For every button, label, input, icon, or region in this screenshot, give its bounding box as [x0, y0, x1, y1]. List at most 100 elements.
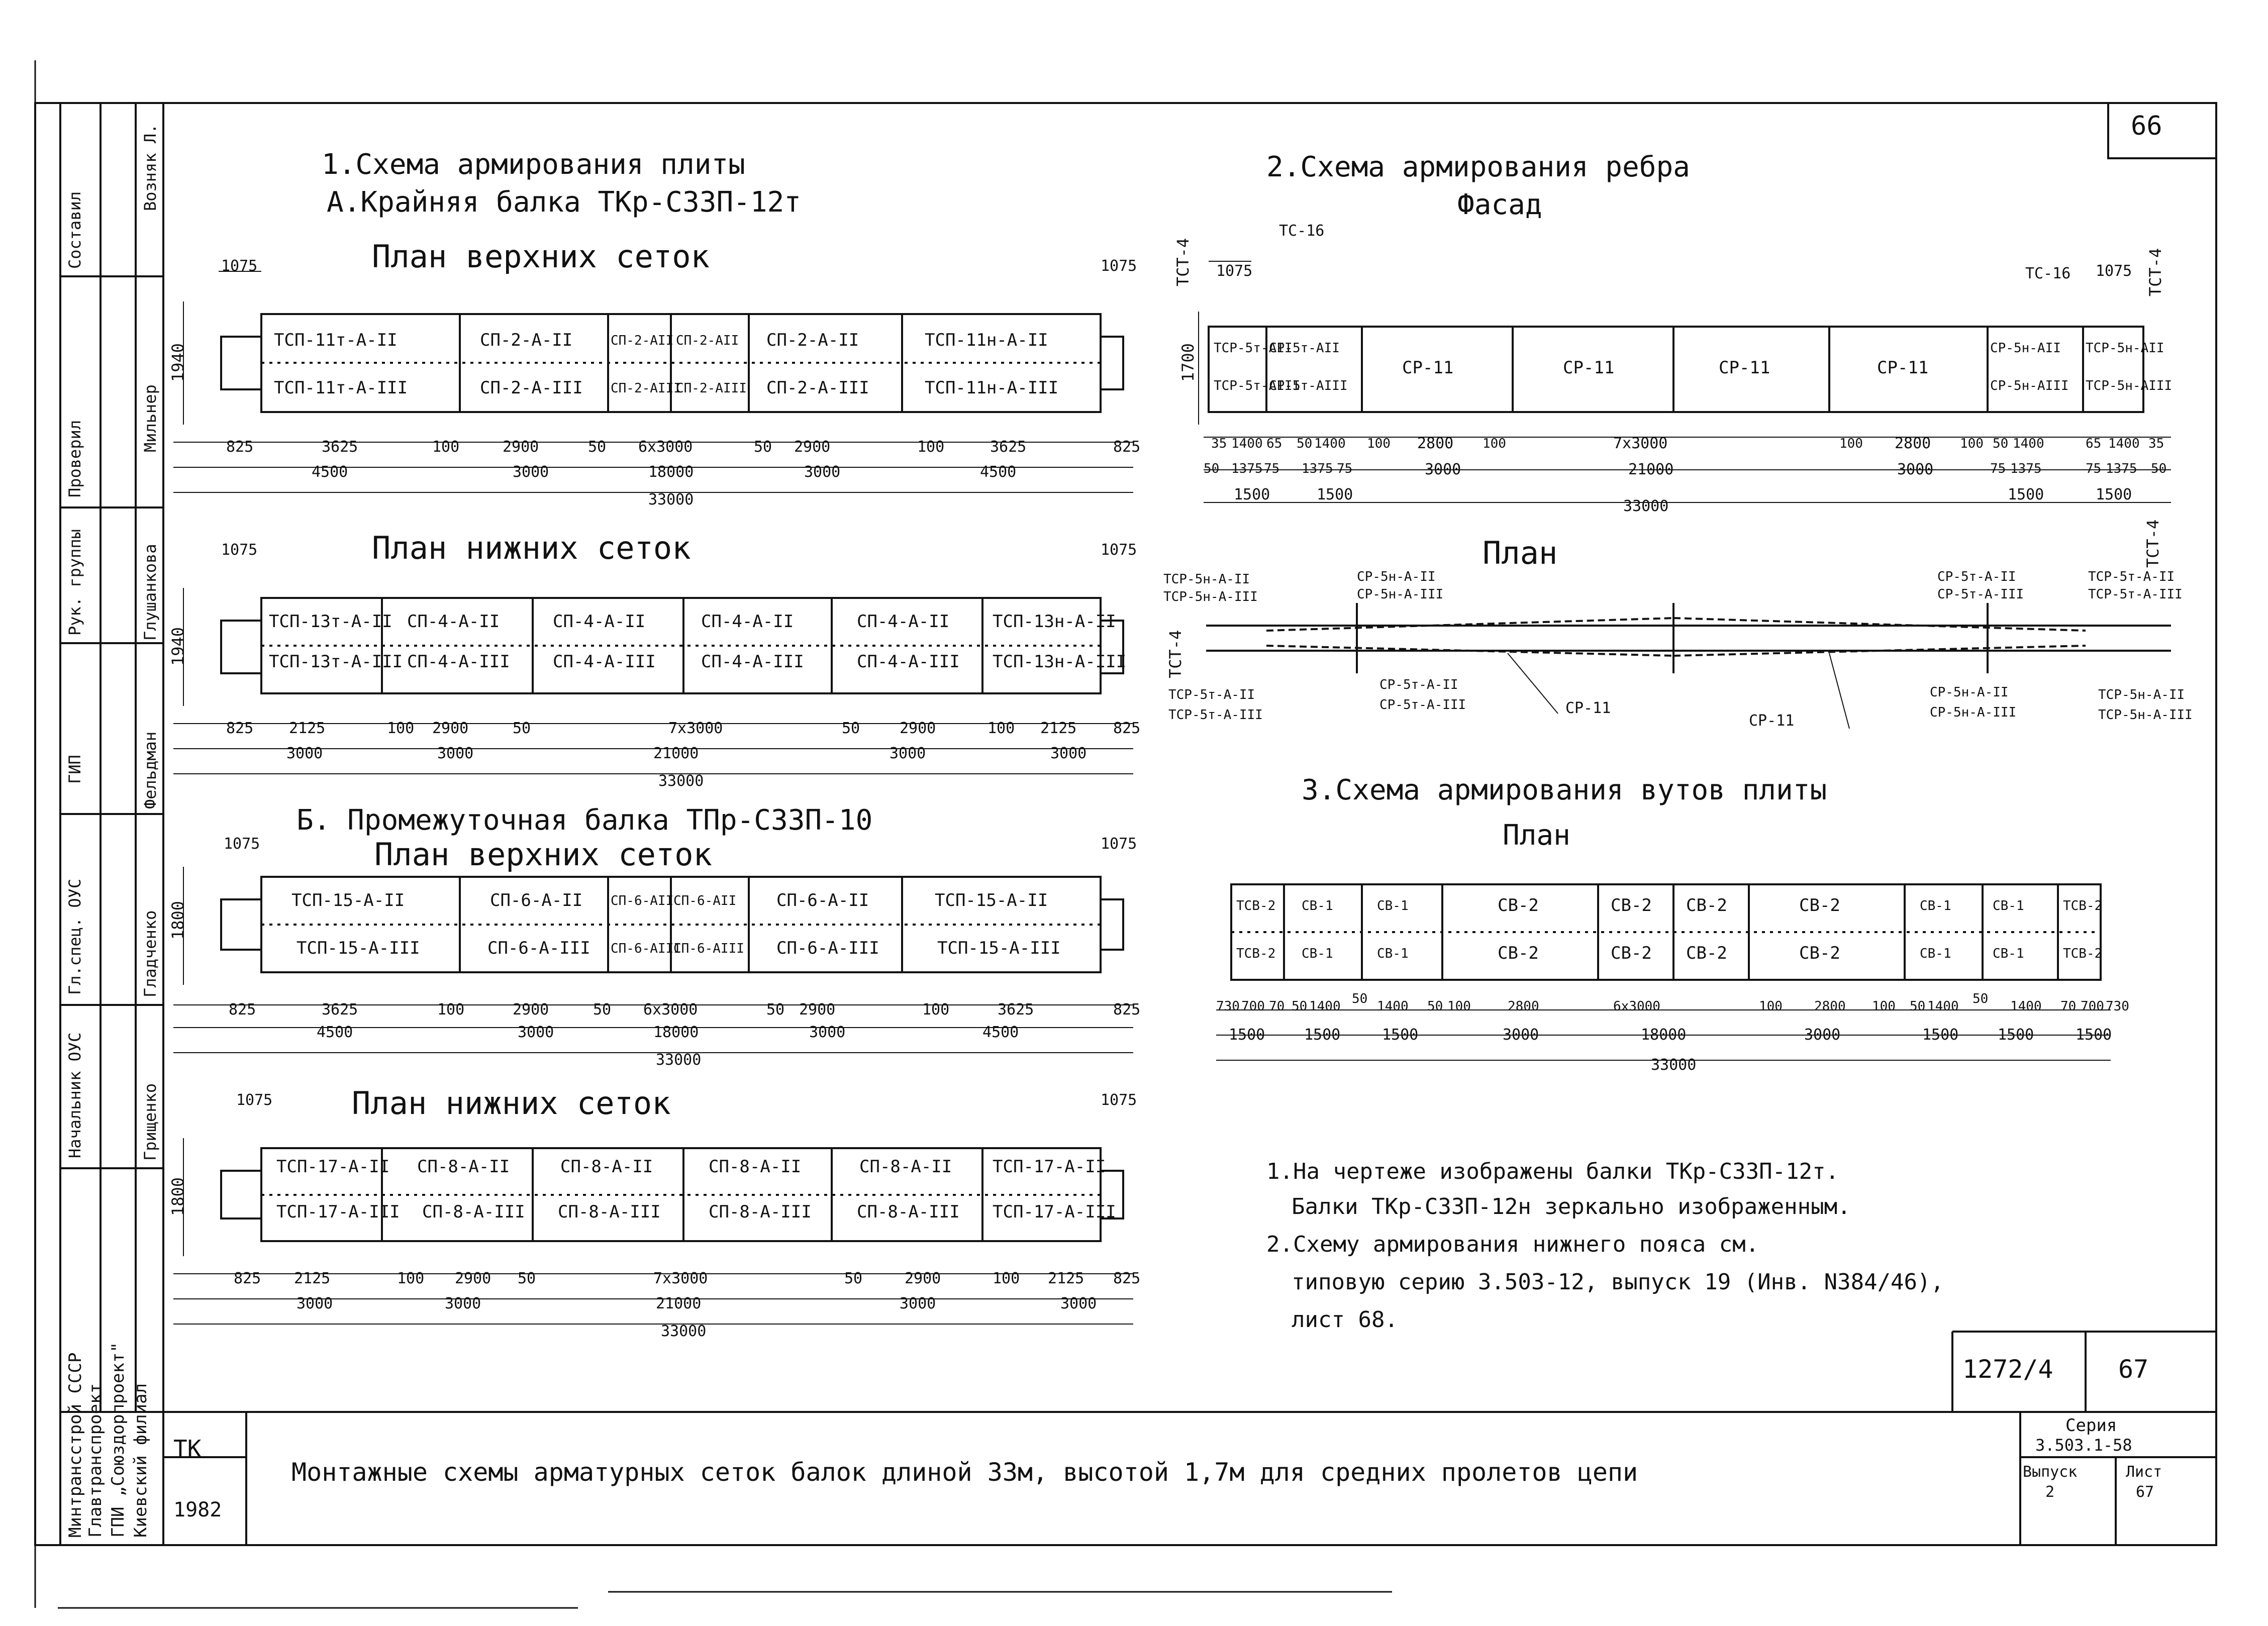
s1-top-d1-8: 100 — [917, 438, 945, 456]
s1b-bot-d2-2: 21000 — [656, 1295, 702, 1312]
s1b-bot-r1-c6: ТСП-17-А-II — [993, 1157, 1106, 1177]
s1b-top-total: 33000 — [656, 1051, 702, 1069]
s1-bot-d1-3: 2900 — [432, 720, 469, 737]
s1b-bot-r2-c5: СП-8-А-III — [857, 1202, 960, 1222]
role-name-0: Возняк Л. — [141, 124, 160, 211]
s1-bot-r1-c3: СП-4-А-II — [553, 612, 646, 632]
s2-edge-right: 1075 — [2096, 262, 2132, 280]
s1-top-r1-c3: СП-2-АII — [611, 333, 674, 348]
s2-pl-0: ТСР-5н-А-II — [1163, 572, 1250, 587]
issue-value: 2 — [2045, 1483, 2055, 1501]
s1b-bot-r2-c2: СП-8-А-III — [422, 1202, 525, 1222]
org-line-4: Киевский филиал — [131, 1383, 151, 1538]
s1b-top-d1-1: 3625 — [322, 1001, 358, 1019]
series-value: 3.503.1-58 — [2035, 1436, 2132, 1455]
s2-d1-11: 100 — [1960, 436, 1984, 451]
org-line-2: Главтранспроект — [85, 1383, 106, 1538]
s1-bot-r2-c6: ТСП-13н-А-III — [993, 652, 1127, 672]
s1b-top-r1-c1: ТСП-15-А-II — [291, 890, 405, 910]
role-4: Гл.спец. ОУС — [65, 878, 84, 995]
role-name-1: Мильнер — [141, 384, 160, 452]
s2-d1b-3: 1375 — [1302, 461, 1333, 476]
issue-label: Выпуск — [2023, 1463, 2078, 1481]
s3-r1-2: СВ-1 — [1377, 898, 1409, 913]
s2-cell-7: ТСР-5н-АII — [2086, 341, 2164, 356]
role-3: ГИП — [65, 755, 84, 784]
s1-top-plan-title: План верхних сеток — [372, 238, 710, 275]
s1b-bot-d2-1: 3000 — [445, 1295, 481, 1312]
s3-d1-12: 2800 — [1814, 999, 1846, 1014]
s2-d1-1: 1400 — [1231, 436, 1263, 451]
s1b-top-height: 1800 — [168, 900, 187, 940]
s2-tct4-right: ТСТ-4 — [2146, 248, 2165, 296]
s3-plan-lines — [1216, 883, 2111, 1061]
s1b-top-d2-0: 4500 — [317, 1024, 353, 1041]
stamp-year: 1982 — [173, 1498, 222, 1521]
s2-plan-lines — [1206, 603, 2171, 729]
s3-r2-1: СВ-1 — [1302, 946, 1333, 961]
s2-d1-3: 50 — [1297, 436, 1313, 451]
s1-top-d1-5: 6x3000 — [638, 438, 693, 456]
ref-number: 1272/4 — [1962, 1355, 2053, 1384]
s3-total: 33000 — [1651, 1056, 1697, 1074]
s2-d1b-1: 1375 — [1231, 461, 1263, 476]
s2-facade-lines — [1198, 261, 2171, 503]
s2-d1b-5: 3000 — [1425, 461, 1461, 478]
s2-pl-15: СР-5н-А-III — [1930, 705, 2017, 720]
s2-tc16-left: ТС-16 — [1279, 222, 1325, 240]
s3-d2-3: 3000 — [1503, 1026, 1539, 1044]
s1b-bot-r1-c1: ТСП-17-А-II — [276, 1157, 390, 1177]
s1-top-r2-c1: ТСП-11т-А-III — [274, 378, 408, 398]
s1b-subtitle: Б. Промежуточная балка ТПр-С33П-10 — [297, 804, 873, 837]
s2-d1-13: 1400 — [2013, 436, 2044, 451]
s3-d1-15: 1400 — [1927, 999, 1959, 1014]
s1-top-height: 1940 — [168, 343, 187, 382]
s3-d2-1: 1500 — [1304, 1026, 1341, 1044]
org-line-1: Минтрансстрой СССР — [65, 1352, 85, 1538]
s1-top-d1-1: 3625 — [322, 438, 358, 456]
s2-d1-16: 35 — [2148, 436, 2164, 451]
s1-bot-r2-c3: СП-4-А-III — [553, 652, 656, 672]
s1-bot-edge-right: 1075 — [1101, 541, 1137, 559]
s1-bot-d1-6: 50 — [842, 720, 860, 737]
s1-top-edge-right: 1075 — [1101, 257, 1137, 275]
role-name-3: Фельдман — [141, 731, 160, 809]
s1b-bot-r1-c4: СП-8-А-II — [709, 1157, 802, 1177]
s3-title: 3.Схема армирования вутов плиты — [1302, 774, 1827, 806]
s2-cell-0: ТСР-5т-АII — [1214, 341, 1293, 356]
s1-bot-d1-0: 825 — [226, 720, 254, 737]
s3-d1-4: 1400 — [1309, 999, 1341, 1014]
s3-d1-17: 1400 — [2010, 999, 2042, 1014]
s1b-top-d1-8: 100 — [922, 1001, 950, 1019]
s1b-top-d1-4: 50 — [593, 1001, 612, 1019]
s1b-bot-d1-3: 2900 — [455, 1270, 491, 1287]
s2-pl-16: ТСР-5н-А-II — [2098, 687, 2185, 702]
s2-d1-9: 100 — [1839, 436, 1863, 451]
s2-d1b-4: 75 — [1337, 461, 1353, 476]
s1-bot-r2-c2: СП-4-А-III — [407, 652, 510, 672]
s1-bot-r1-c5: СП-4-А-II — [857, 612, 950, 632]
s1-top-r1-c1: ТСП-11т-А-II — [274, 330, 398, 350]
s2-d2-1: 1500 — [1317, 486, 1353, 503]
s2-d1b-12: 50 — [2151, 461, 2167, 476]
s1-bot-d1-5: 7x3000 — [668, 720, 723, 737]
s1b-top-r1-c6: ТСП-15-А-II — [935, 890, 1048, 910]
s1-bot-d1-9: 2125 — [1040, 720, 1077, 737]
s1-top-d1-0: 825 — [226, 438, 254, 456]
s1-bot-d1-7: 2900 — [900, 720, 936, 737]
s3-r1-3: СВ-2 — [1498, 895, 1539, 916]
s2-tct4-left: ТСТ-4 — [1173, 238, 1193, 286]
sheet-label: Лист — [2126, 1463, 2162, 1481]
s1b-bot-r2-c4: СП-8-А-III — [709, 1202, 812, 1222]
role-name-2: Глушанкова — [141, 544, 160, 641]
s2-cell-lower-6: СР-5н-АIII — [1990, 378, 2069, 393]
s2-pl-19: ТСТ-4 — [2143, 519, 2162, 568]
s1b-top-r1-c5: СП-6-А-II — [776, 890, 869, 910]
s2-d1b-8: 75 — [1990, 461, 2006, 476]
s3-r2-7: СВ-1 — [1920, 946, 1951, 961]
s1-top-total: 33000 — [648, 491, 694, 509]
s2-d2-3: 1500 — [2008, 486, 2044, 503]
s2-cell-3: СР-11 — [1563, 358, 1615, 378]
s1b-top-d2-4: 4500 — [982, 1024, 1019, 1041]
